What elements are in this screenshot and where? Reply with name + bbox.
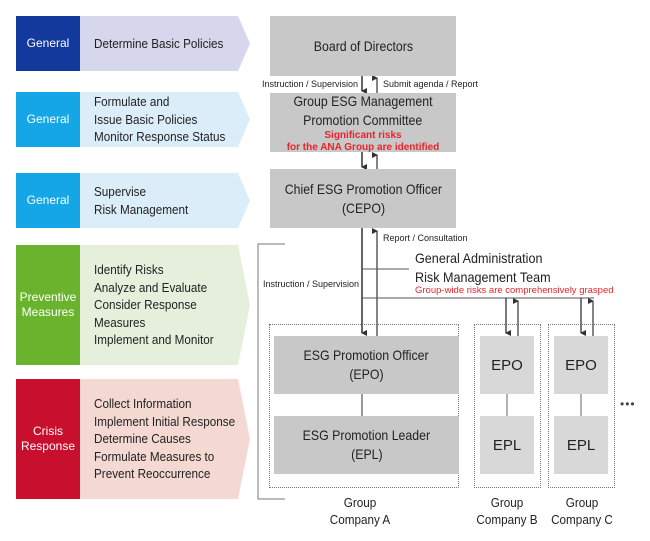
esg-committee-box: Group ESG Management Promotion Committee… bbox=[270, 92, 456, 153]
scope-bracket bbox=[257, 243, 285, 500]
step-item: Collect Information bbox=[94, 396, 192, 412]
step-text: Determine Basic Policies bbox=[94, 16, 223, 71]
gart-title: General Administration Risk Management T… bbox=[415, 249, 551, 287]
step-arrow-2: Formulate and Issue Basic Policies Monit… bbox=[80, 92, 250, 147]
step-arrow-5: Collect Information Implement Initial Re… bbox=[80, 379, 250, 499]
submit-agenda-label: Submit agenda / Report bbox=[383, 79, 479, 89]
step-item: Supervise bbox=[94, 184, 147, 199]
instruction-supervision-label-side: Instruction / Supervision bbox=[263, 279, 360, 289]
company-a-epo-box: ESG Promotion Officer (EPO) bbox=[274, 336, 459, 394]
cepo-label: (CEPO) bbox=[341, 199, 385, 216]
committee-label: Group ESG Management bbox=[293, 92, 433, 109]
step-item: Measures bbox=[94, 314, 146, 330]
arrow-shape bbox=[80, 245, 250, 365]
step-item: Determine Causes bbox=[94, 431, 191, 447]
step-item: Consider Response bbox=[94, 297, 197, 313]
step-item: Identify Risks bbox=[94, 262, 164, 278]
category-label: Preventive bbox=[19, 290, 77, 304]
company-label-line: Group bbox=[490, 495, 524, 510]
committee-note: for the ANA Group are identified bbox=[286, 141, 440, 153]
company-b-container bbox=[474, 324, 541, 488]
step-arrow-3: Supervise Risk Management bbox=[80, 173, 250, 228]
gart-note: Group-wide risks are comprehensively gra… bbox=[415, 285, 614, 296]
category-label: General bbox=[26, 36, 70, 50]
step-item: Formulate Measures to bbox=[94, 448, 215, 464]
company-a-container bbox=[269, 324, 459, 488]
company-c-epl-box: EPL bbox=[554, 416, 608, 474]
epl-label: EPL bbox=[566, 436, 596, 454]
company-label-line: Company C bbox=[551, 512, 613, 527]
category-general-3: General bbox=[16, 173, 80, 228]
step-item: Determine Basic Policies bbox=[94, 35, 224, 51]
step-text: Collect Information Implement Initial Re… bbox=[94, 379, 235, 499]
step-item: Issue Basic Policies bbox=[94, 111, 198, 127]
step-text: Formulate and Issue Basic Policies Monit… bbox=[94, 92, 225, 147]
category-label: Response bbox=[20, 439, 76, 453]
arrow-shape bbox=[80, 16, 250, 71]
gart-label: General Administration bbox=[415, 250, 543, 266]
board-of-directors-box: Board of Directors bbox=[270, 16, 456, 76]
arrow-shape bbox=[80, 379, 250, 499]
instruction-supervision-label-top: Instruction / Supervision bbox=[262, 79, 359, 89]
cepo-box: Chief ESG Promotion Officer (CEPO) bbox=[270, 169, 456, 228]
category-label: General bbox=[26, 193, 70, 207]
epl-label: ESG Promotion Leader bbox=[302, 427, 431, 443]
step-item: Prevent Reoccurrence bbox=[94, 466, 211, 482]
report-consultation-label: Report / Consultation bbox=[383, 233, 468, 243]
epo-label: (EPO) bbox=[349, 366, 384, 382]
company-c-label: Group Company C bbox=[546, 494, 618, 528]
step-text: Supervise Risk Management bbox=[94, 173, 188, 228]
category-preventive-measures: Preventive Measures bbox=[16, 245, 80, 365]
category-label: Crisis bbox=[33, 424, 63, 438]
company-label-line: Company B bbox=[476, 512, 538, 527]
more-companies-ellipsis: ••• bbox=[620, 397, 636, 411]
company-c-container bbox=[548, 324, 615, 488]
step-text: Identify Risks Analyze and Evaluate Cons… bbox=[94, 245, 214, 365]
epo-label: EPO bbox=[565, 356, 597, 374]
company-a-epl-box: ESG Promotion Leader (EPL) bbox=[274, 416, 459, 474]
company-c-epo-box: EPO bbox=[554, 336, 608, 394]
epl-label: EPL bbox=[492, 436, 522, 454]
epo-label: ESG Promotion Officer bbox=[303, 347, 430, 363]
company-label-line: Group bbox=[565, 495, 599, 510]
company-b-epl-box: EPL bbox=[480, 416, 534, 474]
step-item: Risk Management bbox=[94, 201, 189, 217]
company-label-line: Company A bbox=[329, 512, 391, 527]
category-general-2: General bbox=[16, 92, 80, 147]
arrow-shape bbox=[80, 92, 250, 147]
category-crisis-response: Crisis Response bbox=[16, 379, 80, 499]
board-label: Board of Directors bbox=[313, 37, 413, 54]
cepo-label: Chief ESG Promotion Officer bbox=[284, 180, 442, 197]
step-arrow-1: Determine Basic Policies bbox=[80, 16, 250, 71]
step-item: Formulate and bbox=[94, 94, 170, 110]
arrow-shape bbox=[80, 173, 250, 228]
category-label: General bbox=[26, 112, 70, 126]
step-item: Implement and Monitor bbox=[94, 332, 214, 348]
company-a-label: Group Company A bbox=[306, 494, 414, 528]
category-general-1: General bbox=[16, 16, 80, 71]
step-item: Implement Initial Response bbox=[94, 413, 236, 429]
epo-label: EPO bbox=[491, 356, 523, 374]
epl-label: (EPL) bbox=[350, 446, 383, 462]
step-arrow-4: Identify Risks Analyze and Evaluate Cons… bbox=[80, 245, 250, 365]
committee-label: Promotion Committee bbox=[303, 111, 423, 128]
step-item: Monitor Response Status bbox=[94, 129, 226, 145]
company-b-label: Group Company B bbox=[471, 494, 543, 528]
category-label: Measures bbox=[21, 305, 75, 319]
company-b-epo-box: EPO bbox=[480, 336, 534, 394]
committee-note: Significant risks bbox=[324, 129, 402, 141]
company-label-line: Group bbox=[343, 495, 377, 510]
step-item: Analyze and Evaluate bbox=[94, 279, 208, 295]
gart-label: Risk Management Team bbox=[415, 269, 551, 285]
